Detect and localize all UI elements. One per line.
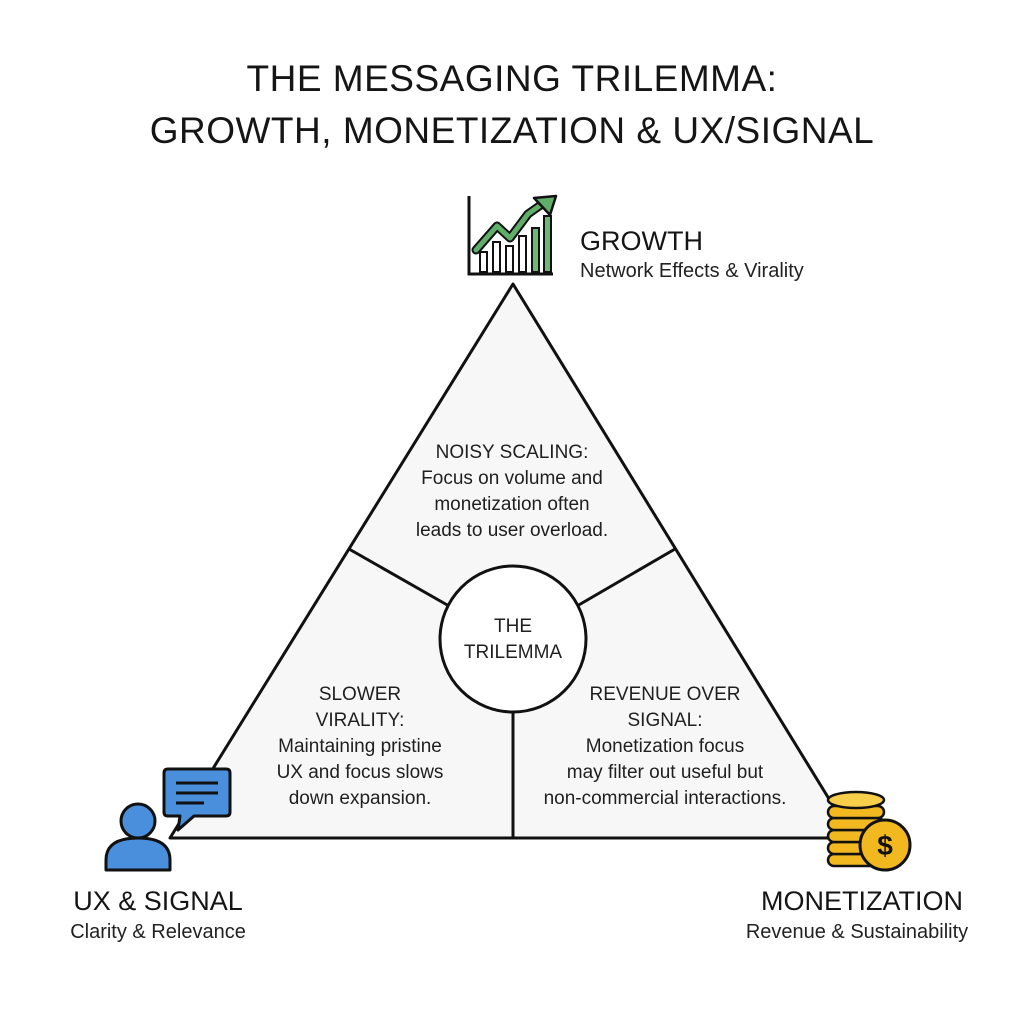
title-line-1: THE MESSAGING TRILEMMA: — [246, 58, 778, 99]
region-noisy-scaling: NOISY SCALING: Focus on volume and monet… — [362, 440, 662, 544]
ux-subtitle: Clarity & Relevance — [70, 921, 246, 943]
region-heading: REVENUE OVER — [589, 684, 741, 705]
center-label-line-2: TRILEMMA — [463, 642, 563, 663]
user-chat-icon — [104, 767, 232, 872]
region-text-line: down expansion. — [288, 788, 432, 809]
region-text-line: Focus on volume and — [421, 468, 603, 489]
center-label: THE TRILEMMA — [443, 614, 583, 666]
center-label-line-1: THE — [494, 616, 532, 637]
region-heading: VIRALITY: — [315, 710, 405, 731]
ux-title: UX & SIGNAL — [73, 886, 243, 916]
region-text-line: Maintaining pristine — [278, 736, 442, 757]
region-heading: SLOWER — [318, 684, 402, 705]
divider-right — [576, 547, 676, 608]
region-text-line: may filter out useful but — [566, 762, 764, 783]
region-heading: NOISY SCALING: — [435, 442, 589, 463]
monetization-title: MONETIZATION — [761, 886, 963, 916]
region-heading: SIGNAL: — [627, 710, 703, 731]
region-text-line: Monetization focus — [585, 736, 745, 757]
growth-chart-icon — [467, 194, 558, 276]
title-line-2: GROWTH, MONETIZATION & UX/SIGNAL — [149, 110, 875, 151]
growth-subtitle: Network Effects & Virality — [580, 260, 804, 282]
growth-title: GROWTH — [580, 226, 703, 256]
monetization-subtitle: Revenue & Sustainability — [745, 921, 969, 943]
svg-text:$: $ — [877, 830, 893, 861]
coins-dollar-icon: $ — [826, 790, 912, 872]
region-revenue-over-signal: REVENUE OVER SIGNAL: Monetization focus … — [520, 682, 810, 812]
region-text-line: leads to user overload. — [415, 520, 609, 541]
region-slower-virality: SLOWER VIRALITY: Maintaining pristine UX… — [245, 682, 475, 812]
region-text-line: monetization often — [434, 494, 590, 515]
center-circle — [438, 564, 588, 714]
region-text-line: UX and focus slows — [276, 762, 444, 783]
region-text-line: non-commercial interactions. — [543, 788, 787, 809]
divider-left — [348, 547, 450, 608]
